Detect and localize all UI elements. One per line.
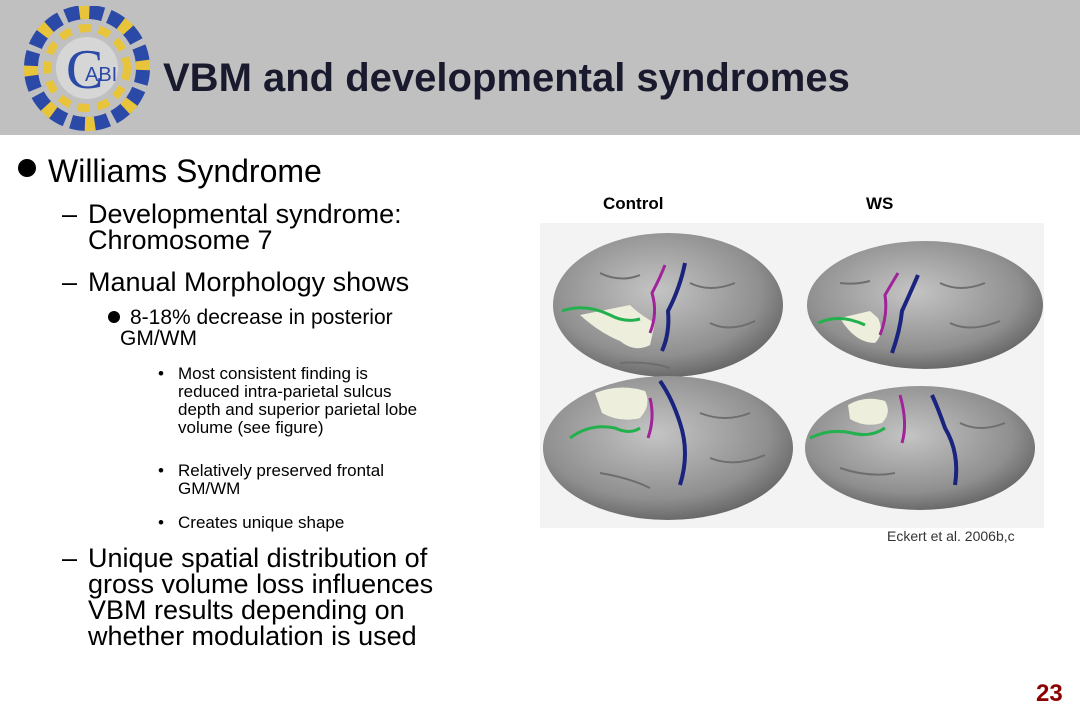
bullet-williams-syndrome: Williams Syndrome (18, 153, 322, 190)
svg-text:ABI: ABI (85, 64, 117, 86)
brain-ws-bottom (805, 386, 1035, 510)
brain-control-bottom (543, 376, 793, 520)
dash-marker: – (62, 267, 78, 297)
brain-ws-top (807, 241, 1043, 369)
bullet-dot-icon (108, 311, 120, 323)
brain-renderings (543, 233, 1043, 520)
small-bullet-icon: • (158, 513, 164, 532)
bullet-text: Williams Syndrome (48, 153, 322, 189)
svg-text:C: C (66, 39, 103, 101)
brain-control-top (553, 233, 783, 377)
dash-marker: – (62, 199, 78, 229)
label-control: Control (603, 194, 664, 213)
label-ws: WS (866, 194, 894, 213)
slide-title: VBM and developmental syndromes (163, 56, 850, 100)
figure-citation: Eckert et al. 2006b,c (887, 528, 1015, 544)
small-bullet-icon: • (158, 364, 164, 383)
detail-text: Most consistent finding is reduced intra… (178, 364, 418, 437)
sub-bullet-text: Manual Morphology shows (88, 267, 410, 297)
slide-header: C ABI VBM and developmental syndromes (0, 0, 1080, 135)
subsub-bullet-text: 8-18% decrease in posterior GM/WM (120, 306, 393, 350)
dash-marker: – (62, 543, 78, 573)
bullet-dot-icon (18, 159, 36, 177)
detail-text: Creates unique shape (178, 513, 345, 532)
brain-figure (540, 223, 1044, 528)
small-bullet-icon: • (158, 461, 164, 480)
sub-bullet-text: Developmental syndrome: Chromosome 7 (88, 199, 402, 255)
sub-bullet-text: Unique spatial distribution of gross vol… (88, 543, 434, 651)
detail-text: Relatively preserved frontal GM/WM (178, 461, 384, 498)
abi-logo: C ABI (24, 6, 150, 131)
slide-content: Williams Syndrome – Developmental syndro… (0, 135, 540, 720)
page-number: 23 (1036, 680, 1063, 707)
